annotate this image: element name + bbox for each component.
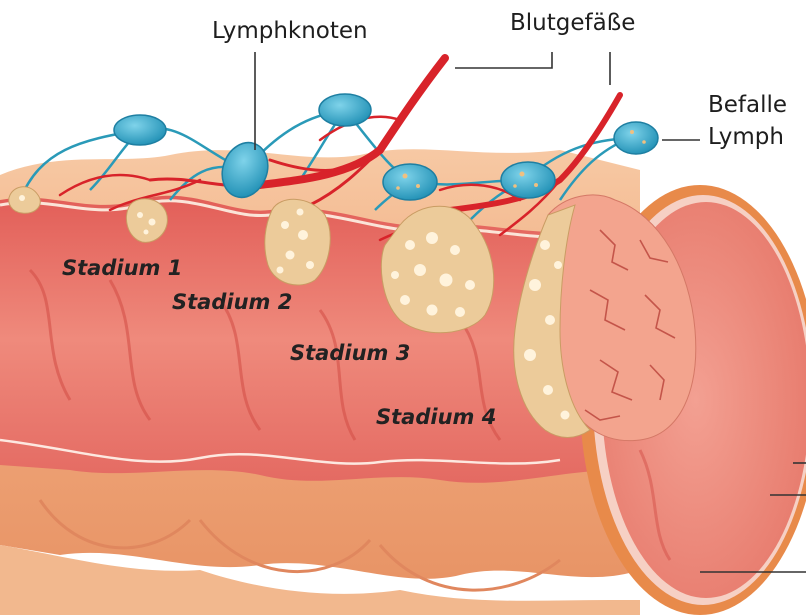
label-affected-nodes-line2: Lymph <box>708 126 784 149</box>
lymph-node-affected <box>383 164 437 200</box>
label-stage-2: Stadium 2 <box>172 292 292 313</box>
lymph-node <box>114 115 166 145</box>
label-blood-vessels: Blutgefäße <box>510 12 635 35</box>
label-lymph-nodes: Lymphknoten <box>212 20 368 43</box>
label-affected-nodes-line1: Befalle <box>708 94 787 117</box>
lymph-node <box>319 94 371 126</box>
label-stage-3: Stadium 3 <box>290 343 410 364</box>
leader-blood-vessels-1 <box>455 52 552 68</box>
lymph-node-affected <box>501 162 555 198</box>
label-stage-4: Stadium 4 <box>376 407 496 428</box>
label-stage-1: Stadium 1 <box>62 258 182 279</box>
lymph-node-affected <box>614 122 658 154</box>
tumor-stage-2 <box>265 199 330 285</box>
